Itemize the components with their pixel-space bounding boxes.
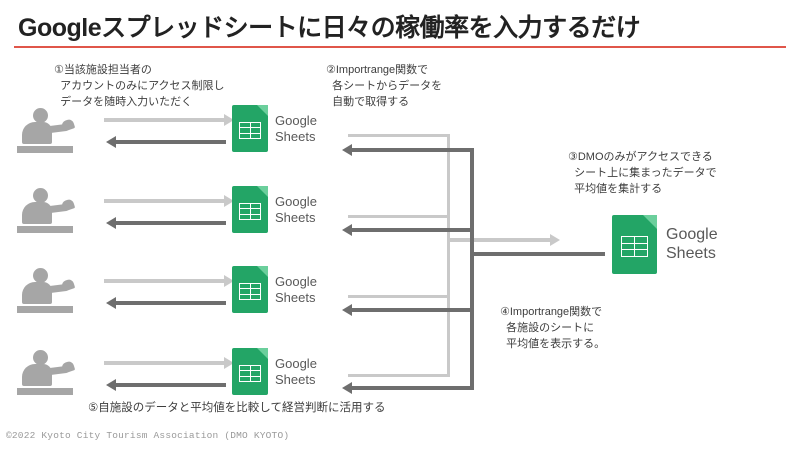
sheets-fold-corner-icon <box>257 105 268 116</box>
sheets-grid-icon <box>239 122 261 139</box>
distribute-arrow-head-2 <box>342 224 352 236</box>
person-torso-icon <box>22 122 52 144</box>
arrow-line-return-4 <box>116 383 226 387</box>
person-head-icon <box>33 108 48 123</box>
sheets-fold-corner-icon <box>643 215 657 229</box>
arrow-head-return-4 <box>106 379 116 391</box>
arrow-head-return-2 <box>106 217 116 229</box>
distribute-bus-vertical <box>470 148 474 388</box>
arrow-line-input-1 <box>104 118 226 122</box>
sheets-grid-icon <box>239 365 261 382</box>
collect-line-1 <box>348 134 450 137</box>
sheets-grid-icon <box>239 203 261 220</box>
person-icon-2 <box>14 188 76 236</box>
google-sheets-icon-2: Google Sheets <box>232 186 317 233</box>
person-icon-1 <box>14 108 76 156</box>
sheets-doc-shape <box>232 186 268 233</box>
collect-to-central-line <box>447 238 552 242</box>
distribute-line-2 <box>352 228 474 232</box>
arrow-head-return-1 <box>106 136 116 148</box>
distribute-line-4 <box>352 386 474 390</box>
arrow-line-return-3 <box>116 301 226 305</box>
arrow-head-input-4 <box>224 357 234 369</box>
person-head-icon <box>33 188 48 203</box>
person-torso-icon <box>22 282 52 304</box>
google-sheets-icon-1: Google Sheets <box>232 105 317 152</box>
sheets-doc-shape <box>232 266 268 313</box>
sheets-doc-shape <box>612 215 657 274</box>
google-sheets-label-1: Google Sheets <box>275 113 317 144</box>
title-underline-rule <box>14 46 786 48</box>
sheets-fold-corner-icon <box>257 266 268 277</box>
sheets-fold-corner-icon <box>257 186 268 197</box>
person-icon-3 <box>14 268 76 316</box>
person-head-icon <box>33 268 48 283</box>
distribute-arrow-head-3 <box>342 304 352 316</box>
arrow-line-return-1 <box>116 140 226 144</box>
arrow-head-return-3 <box>106 297 116 309</box>
distribute-line-3 <box>352 308 474 312</box>
person-desk-icon <box>17 146 73 153</box>
collect-line-3 <box>348 295 450 298</box>
arrow-line-input-2 <box>104 199 226 203</box>
google-sheets-label-4: Google Sheets <box>275 356 317 387</box>
sheets-grid-icon <box>239 283 261 300</box>
person-torso-icon <box>22 202 52 224</box>
arrow-head-input-1 <box>224 114 234 126</box>
google-sheets-icon-4: Google Sheets <box>232 348 317 395</box>
page-title: Googleスプレッドシートに日々の稼働率を入力するだけ <box>18 14 641 42</box>
distribute-arrow-head-4 <box>342 382 352 394</box>
arrow-line-input-4 <box>104 361 226 365</box>
google-sheets-icon-central: Google Sheets <box>612 215 718 274</box>
person-desk-icon <box>17 388 73 395</box>
arrow-line-input-3 <box>104 279 226 283</box>
collect-to-central-arrow-head <box>550 234 560 246</box>
distribute-from-central-line <box>470 252 605 256</box>
distribute-line-1 <box>352 148 474 152</box>
arrow-line-return-2 <box>116 221 226 225</box>
sheets-doc-shape <box>232 348 268 395</box>
annotation-note-3: ③DMOのみがアクセスできる シート上に集まったデータで 平均値を集計する <box>568 151 717 195</box>
sheets-grid-icon <box>621 236 648 257</box>
person-icon-4 <box>14 350 76 398</box>
google-sheets-label-central: Google Sheets <box>666 225 718 262</box>
google-sheets-label-3: Google Sheets <box>275 274 317 305</box>
collect-bus-vertical <box>447 134 450 377</box>
annotation-note-4: ④Importrange関数で 各施設のシートに 平均値を表示する。 <box>500 306 606 350</box>
distribute-arrow-head-1 <box>342 144 352 156</box>
google-sheets-label-2: Google Sheets <box>275 194 317 225</box>
person-desk-icon <box>17 306 73 313</box>
collect-line-4 <box>348 374 450 377</box>
arrow-head-input-3 <box>224 275 234 287</box>
annotation-note-2: ②Importrange関数で 各シートからデータを 自動で取得する <box>326 64 443 108</box>
collect-line-2 <box>348 215 450 218</box>
google-sheets-icon-3: Google Sheets <box>232 266 317 313</box>
copyright-footer: ©2022 Kyoto City Tourism Association (DM… <box>6 430 290 441</box>
person-desk-icon <box>17 226 73 233</box>
annotation-note-1: ①当該施設担当者の アカウントのみにアクセス制限し データを随時入力いただく <box>54 64 225 108</box>
person-head-icon <box>33 350 48 365</box>
arrow-head-input-2 <box>224 195 234 207</box>
sheets-doc-shape <box>232 105 268 152</box>
annotation-note-5: ⑤自施設のデータと平均値を比較して経営判断に活用する <box>88 402 386 414</box>
sheets-fold-corner-icon <box>257 348 268 359</box>
person-torso-icon <box>22 364 52 386</box>
